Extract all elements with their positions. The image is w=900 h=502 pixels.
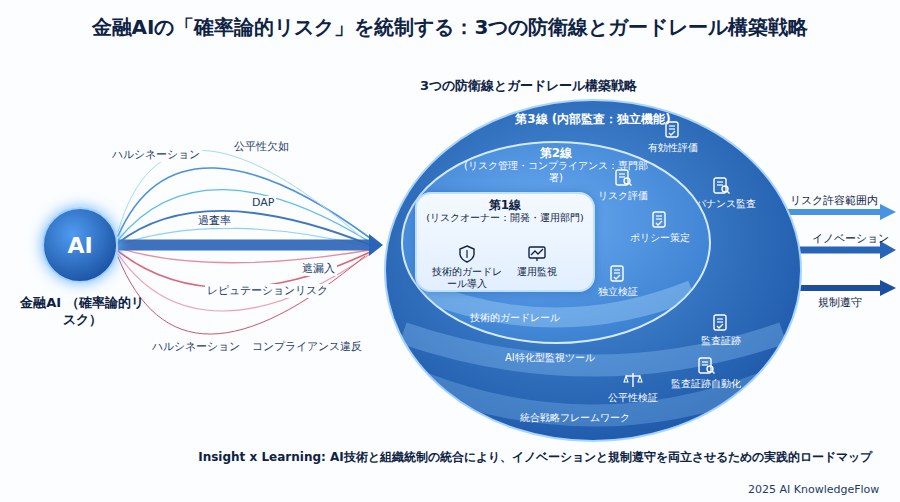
- watermark: 2025 AI KnowledgeFlow: [748, 483, 879, 497]
- function-item: 技術的ガードレール導入: [429, 244, 505, 290]
- icon: [650, 210, 670, 230]
- band-label: AI特化型監視ツール: [505, 352, 595, 365]
- line-heading: 第3線 (内部監査：独立機能): [478, 112, 708, 126]
- item-label: 公平性検証: [608, 392, 658, 404]
- risk-label: ハルシネーション: [150, 340, 242, 354]
- icon: [663, 120, 683, 140]
- item-label: 有効性評価: [648, 142, 698, 154]
- icon: [613, 168, 633, 188]
- function-item: 独立検証: [598, 264, 638, 298]
- item-label: 監査証跡自動化: [671, 378, 741, 390]
- output-label: リスク許容範囲内: [790, 194, 878, 208]
- defense-line-box: 第1線(リスクオーナー：開発・運用部門) 技術的ガードレール導入運用監視: [415, 192, 595, 292]
- icon: [527, 244, 547, 264]
- item-label: 監査証跡: [701, 335, 741, 347]
- title: 金融AIの「確率論的リスク」を統制する：3つの防衛線とガードレール構築戦略: [0, 14, 900, 41]
- subtitle: 3つの防衛線とガードレール構築戦略: [420, 78, 637, 94]
- icon: [457, 244, 477, 264]
- flow-arrow: [118, 234, 383, 256]
- risk-label: 公平性欠如: [232, 140, 291, 154]
- ellipse-header: 第2線(リスク管理・コンプライアンス：専門部署): [462, 146, 650, 184]
- item-label: 運用監視: [517, 266, 557, 278]
- risk-label: 遮漏入: [300, 262, 337, 276]
- icon: [711, 313, 731, 333]
- function-item: ポリシー策定: [630, 210, 690, 244]
- item-label: リスク評価: [598, 190, 648, 202]
- ai-circle: AI金融AI （確率論的リスク）: [42, 207, 118, 283]
- ellipse-header: 第3線 (内部監査：独立機能): [478, 112, 708, 126]
- function-item: 公平性検証: [608, 370, 658, 404]
- band-label: 技術的ガードレール: [470, 312, 560, 325]
- item-label: 独立検証: [598, 286, 638, 298]
- icon: [623, 370, 643, 390]
- line-subheading: (リスク管理・コンプライアンス：専門部署): [462, 160, 650, 184]
- item-label: 技術的ガードレール導入: [429, 266, 505, 290]
- risk-label: レピュテーションリスク: [205, 284, 330, 298]
- risk-label: DAP: [250, 196, 276, 210]
- caption: Insight x Learning: AI技術と組織統制の統合により、イノベー…: [170, 449, 900, 466]
- function-item: リスク評価: [598, 168, 648, 202]
- node-label: AI: [67, 233, 92, 258]
- icon: [696, 356, 716, 376]
- risk-label: コンプライアンス違反: [250, 340, 364, 354]
- risk-label: ハルシネーション: [110, 148, 202, 162]
- risk-label: 過査率: [196, 214, 233, 228]
- defense-line-ellipse: 第3線 (内部監査：独立機能)有効性評価ガバナンス監査第2線(リスク管理・コンプ…: [383, 98, 803, 443]
- function-item: 運用監視: [517, 244, 557, 278]
- line-heading: 第2線: [462, 146, 650, 160]
- line-heading: 第1線: [417, 198, 593, 212]
- line-subheading: (リスクオーナー：開発・運用部門): [417, 212, 593, 223]
- band-label: 統合戦略フレームワーク: [520, 412, 630, 425]
- icon: [608, 264, 628, 284]
- function-item: 監査証跡自動化: [671, 356, 741, 390]
- function-item: 有効性評価: [648, 120, 698, 154]
- function-item: 監査証跡: [701, 313, 741, 347]
- output-label: イノベーション: [812, 232, 889, 246]
- item-label: ポリシー策定: [630, 232, 690, 244]
- icon: [711, 176, 731, 196]
- node-caption: 金融AI （確率論的リスク）: [18, 295, 146, 329]
- output-label: 規制遵守: [818, 296, 862, 310]
